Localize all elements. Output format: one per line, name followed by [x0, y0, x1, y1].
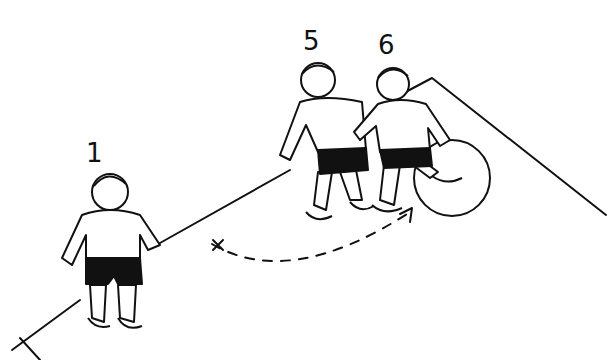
- player-figure: [62, 174, 160, 328]
- court-line: [20, 338, 40, 360]
- court-line: [400, 78, 606, 215]
- player-number: 5: [303, 28, 320, 54]
- run-arrow: [400, 208, 412, 222]
- player-number: 6: [378, 32, 395, 58]
- player-figure: [280, 63, 374, 219]
- player-number: 1: [86, 140, 103, 166]
- court-line: [160, 170, 290, 243]
- court-line: [12, 300, 80, 350]
- cross-mark: [213, 240, 223, 250]
- run-path: [212, 212, 410, 261]
- player-figure: [354, 68, 462, 211]
